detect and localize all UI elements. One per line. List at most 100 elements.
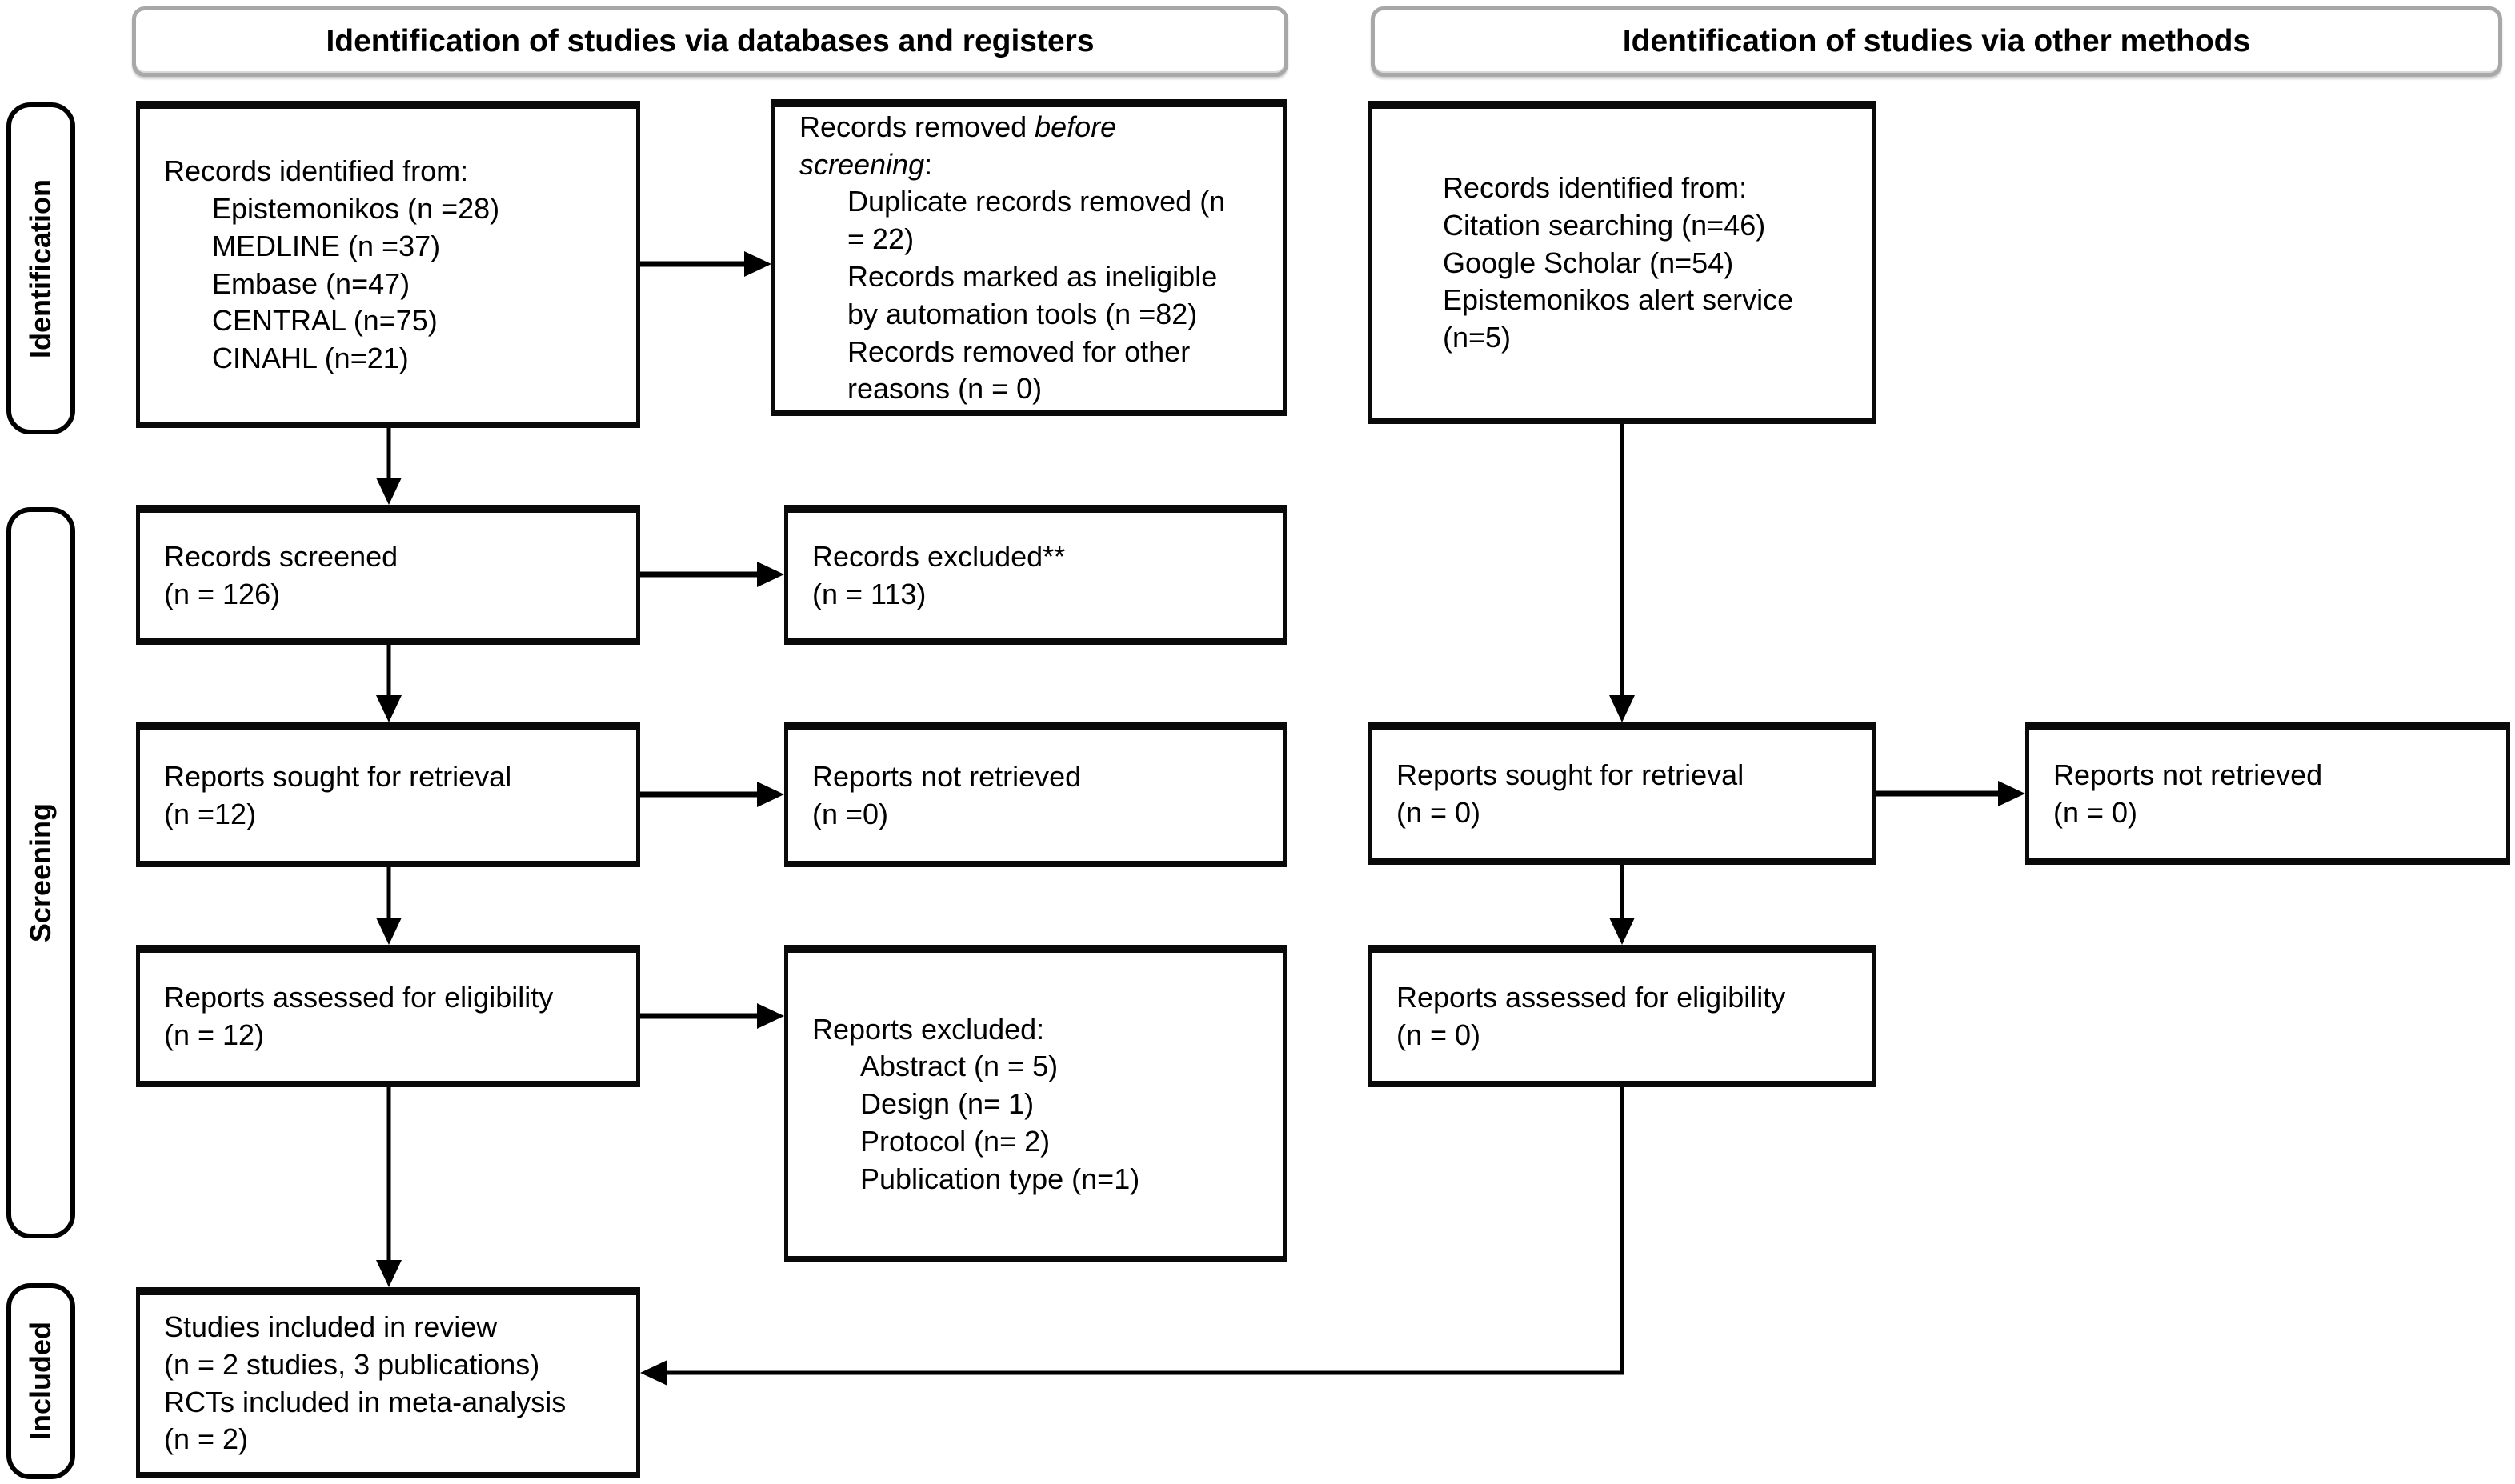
box-line-segment: Studies included in review: [164, 1310, 498, 1343]
stage-screening: Screening: [6, 507, 75, 1238]
box-line: Duplicate records removed (n: [799, 183, 1268, 221]
box-line: (n = 0): [1396, 794, 1857, 832]
arrowhead-right-icon: [757, 1003, 784, 1029]
box-line: Embase (n=47): [164, 266, 622, 303]
box-records-screened: Records screened(n = 126): [136, 505, 640, 645]
box-line: Reports assessed for eligibility: [1396, 979, 1857, 1017]
box-line: Records removed for other: [799, 334, 1268, 371]
box-line: Reports excluded:: [812, 1011, 1268, 1049]
arrowhead-right-icon: [744, 251, 771, 277]
box-line: Reports sought for retrieval: [1396, 757, 1857, 794]
box-line-segment: :: [924, 147, 933, 181]
box-line-segment: by automation tools (n =82): [847, 297, 1198, 330]
arrowhead-down-icon: [1609, 695, 1635, 722]
box-line-segment: Records excluded**: [812, 539, 1066, 573]
stage-screening-label: Screening: [24, 802, 57, 943]
box-line: Records excluded**: [812, 538, 1268, 576]
box-line: Epistemonikos (n =28): [164, 190, 622, 228]
box-line-segment: Records identified from:: [164, 154, 469, 188]
stage-included-label: Included: [24, 1322, 57, 1441]
box-line-segment: (n = 0): [1396, 796, 1481, 829]
box-line-segment: (n =0): [812, 797, 889, 830]
box-line: RCTs included in meta-analysis: [164, 1384, 622, 1422]
box-line: (n = 126): [164, 576, 622, 614]
box-line-segment: Reports assessed for eligibility: [1396, 981, 1786, 1014]
box-line-segment: Records marked as ineligible: [847, 260, 1218, 293]
box-line-segment: Google Scholar (n=54): [1443, 246, 1734, 279]
header-databases-registers-label: Identification of studies via databases …: [326, 24, 1095, 58]
arrowhead-right-icon: [1998, 781, 2025, 806]
arrow-db-identified-to-screened: [376, 428, 402, 505]
box-line: Studies included in review: [164, 1309, 622, 1346]
box-line-segment: Reports sought for retrieval: [1396, 758, 1744, 792]
box-line-segment: Records identified from:: [1443, 171, 1748, 204]
box-line-segment: Epistemonikos (n =28): [212, 191, 500, 225]
box-line-segment: Reports assessed for eligibility: [164, 981, 554, 1014]
box-line-segment: Publication type (n=1): [860, 1162, 1140, 1195]
box-line: Records identified from:: [164, 153, 622, 190]
box-line: Citation searching (n=46): [1443, 207, 1857, 245]
arrowhead-right-icon: [757, 782, 784, 807]
arrow-other-sought-to-assessed: [1609, 865, 1635, 945]
box-line: Reports assessed for eligibility: [164, 979, 622, 1017]
box-line: Records identified from:: [1443, 170, 1857, 207]
box-line-segment: Design (n= 1): [860, 1087, 1035, 1121]
box-line: Google Scholar (n=54): [1443, 245, 1857, 282]
box-line: Publication type (n=1): [812, 1161, 1268, 1198]
arrowhead-down-icon: [376, 695, 402, 722]
box-line: (n=5): [1443, 319, 1857, 357]
arrowhead-down-icon: [376, 918, 402, 945]
box-line: Reports not retrieved: [812, 758, 1268, 796]
box-reports-assessed-databases: Reports assessed for eligibility (n = 12): [136, 945, 640, 1087]
header-other-methods: Identification of studies via other meth…: [1371, 6, 2502, 77]
arrowhead-down-icon: [376, 478, 402, 505]
box-line-segment: MEDLINE (n =37): [212, 229, 441, 262]
arrowhead-left-icon: [640, 1360, 667, 1386]
box-line: (n = 113): [812, 576, 1268, 614]
box-line: Reports sought for retrieval: [164, 758, 622, 796]
box-reports-not-retrieved-databases: Reports not retrieved (n =0): [784, 722, 1287, 867]
box-line: (n = 2): [164, 1421, 622, 1458]
box-line: Protocol (n= 2): [812, 1123, 1268, 1161]
box-line-segment: (n = 0): [1396, 1018, 1481, 1051]
box-line-segment: Reports not retrieved: [2053, 758, 2323, 792]
box-line: (n =12): [164, 796, 622, 834]
box-reports-sought-databases: Reports sought for retrieval(n =12): [136, 722, 640, 867]
box-line: (n = 0): [2053, 794, 2492, 832]
box-line: (n = 0): [1396, 1017, 1857, 1054]
header-databases-registers: Identification of studies via databases …: [132, 6, 1288, 77]
box-line-segment: Duplicate records removed (n: [847, 185, 1226, 218]
arrowhead-right-icon: [757, 562, 784, 587]
box-line-segment: Abstract (n = 5): [860, 1050, 1059, 1083]
box-line-segment: RCTs included in meta-analysis: [164, 1385, 567, 1418]
box-line-segment: (n = 12): [164, 1018, 265, 1051]
arrow-assessed-to-reports-excluded: [640, 1003, 784, 1029]
arrow-assessed-to-included: [376, 1087, 402, 1287]
box-line-segment: reasons (n = 0): [847, 372, 1043, 406]
box-line-segment: Citation searching (n=46): [1443, 208, 1766, 242]
stage-identification: Identification: [6, 102, 75, 434]
box-line-segment: Embase (n=47): [212, 266, 410, 300]
box-line: screening:: [799, 146, 1268, 184]
box-line-segment: Records screened: [164, 539, 398, 573]
box-line-segment: Reports not retrieved: [812, 759, 1082, 793]
box-reports-excluded-reasons: Reports excluded:Abstract (n = 5) Design …: [784, 945, 1287, 1262]
arrow-screened-to-sought: [376, 645, 402, 722]
box-records-identified-databases: Records identified from:Epistemonikos (n…: [136, 101, 640, 428]
arrow-db-identified-to-removed: [640, 251, 771, 277]
box-line: = 22): [799, 221, 1268, 258]
box-studies-included: Studies included in review(n = 2 studies…: [136, 1287, 640, 1478]
header-other-methods-label: Identification of studies via other meth…: [1622, 24, 2251, 58]
box-line: (n =0): [812, 796, 1268, 834]
box-line-segment: Reports sought for retrieval: [164, 759, 512, 793]
box-line-segment: Protocol (n= 2): [860, 1124, 1051, 1158]
box-line: reasons (n = 0): [799, 370, 1268, 408]
box-records-excluded: Records excluded** (n = 113): [784, 505, 1287, 645]
box-line: by automation tools (n =82): [799, 296, 1268, 334]
box-line-segment: (n = 113): [812, 577, 927, 610]
box-records-identified-other: Records identified from: Citation searchi…: [1368, 101, 1876, 424]
box-line-segment: (n=5): [1443, 321, 1512, 354]
box-line-segment: Records removed for other: [847, 334, 1191, 368]
box-line-segment: before: [1035, 110, 1117, 143]
